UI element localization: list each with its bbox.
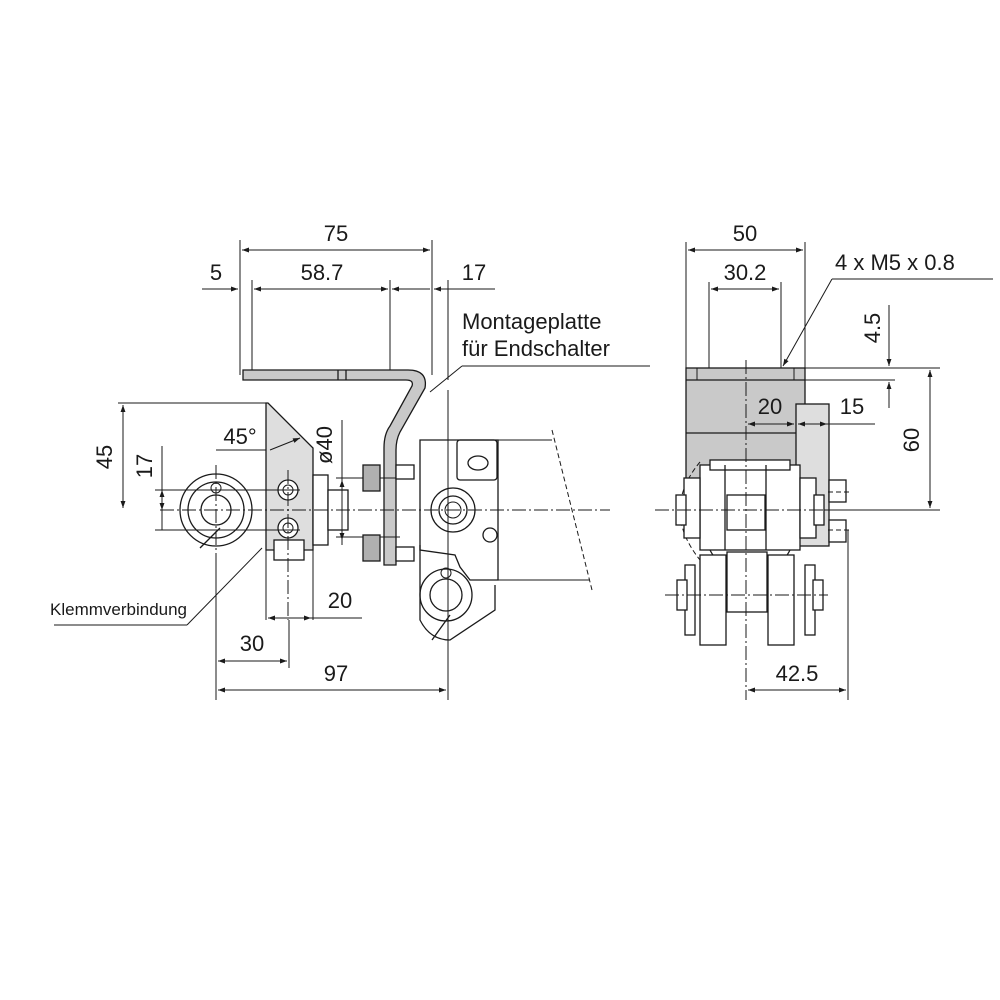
thread-callout: 4 x M5 x 0.8 xyxy=(782,250,993,367)
dim-label-58-7: 58.7 xyxy=(301,260,344,285)
dim-label-20-front: 20 xyxy=(758,394,782,419)
dim-label-30-2: 30.2 xyxy=(724,260,767,285)
dim-label-5: 5 xyxy=(210,260,222,285)
dim-label-17-top: 17 xyxy=(462,260,486,285)
dim-label-75: 75 xyxy=(324,221,348,246)
dim-20-15: 20 15 xyxy=(748,394,875,427)
dim-label-42-5: 42.5 xyxy=(776,661,819,686)
dim-label-4-5: 4.5 xyxy=(860,313,885,344)
dim-bottom: 20 30 97 xyxy=(215,560,449,700)
dim-42-5: 42.5 xyxy=(748,530,849,700)
dim-label-50: 50 xyxy=(733,221,757,246)
clamp-callout: Klemmverbindung xyxy=(50,547,263,626)
front-center-lines xyxy=(655,360,940,700)
side-center-lines xyxy=(160,390,610,650)
dim-label-45-deg: 45° xyxy=(223,424,256,449)
dim-label-60: 60 xyxy=(899,428,924,452)
dim-label-20-side: 20 xyxy=(328,588,352,613)
front-view: 50 30.2 4 x M5 x 0.8 4.5 xyxy=(655,221,993,700)
dim-label-17-side: 17 xyxy=(132,454,157,478)
dim-label-bore: ø40 xyxy=(312,426,337,464)
dim-row-5-58-17: 5 58.7 17 xyxy=(202,260,495,380)
roller-body xyxy=(675,459,825,646)
dim-45-17: 45 17 xyxy=(92,405,300,531)
main-housing xyxy=(419,429,593,641)
mounting-plate-label-2: für Endschalter xyxy=(462,336,610,361)
mounting-plate xyxy=(242,369,427,566)
plate-nuts xyxy=(362,464,415,562)
dim-60: 60 xyxy=(805,370,940,511)
thread-spec-label: 4 x M5 x 0.8 xyxy=(835,250,955,275)
dim-50-30: 50 30.2 xyxy=(685,221,806,390)
mounting-plate-callout: Montageplatte für Endschalter xyxy=(429,309,650,393)
dim-label-15: 15 xyxy=(840,394,864,419)
dim-label-30: 30 xyxy=(240,631,264,656)
dim-label-45: 45 xyxy=(92,445,117,469)
dim-4-5: 4.5 xyxy=(805,305,940,408)
clamp-label: Klemmverbindung xyxy=(50,600,187,619)
mounting-plate-label-1: Montageplatte xyxy=(462,309,601,334)
dim-75: 75 xyxy=(239,221,433,375)
side-view: 75 5 58.7 17 Montageplatte für Endschalt… xyxy=(50,221,650,700)
dim-bore: ø40 xyxy=(312,420,400,545)
dim-label-97: 97 xyxy=(324,661,348,686)
